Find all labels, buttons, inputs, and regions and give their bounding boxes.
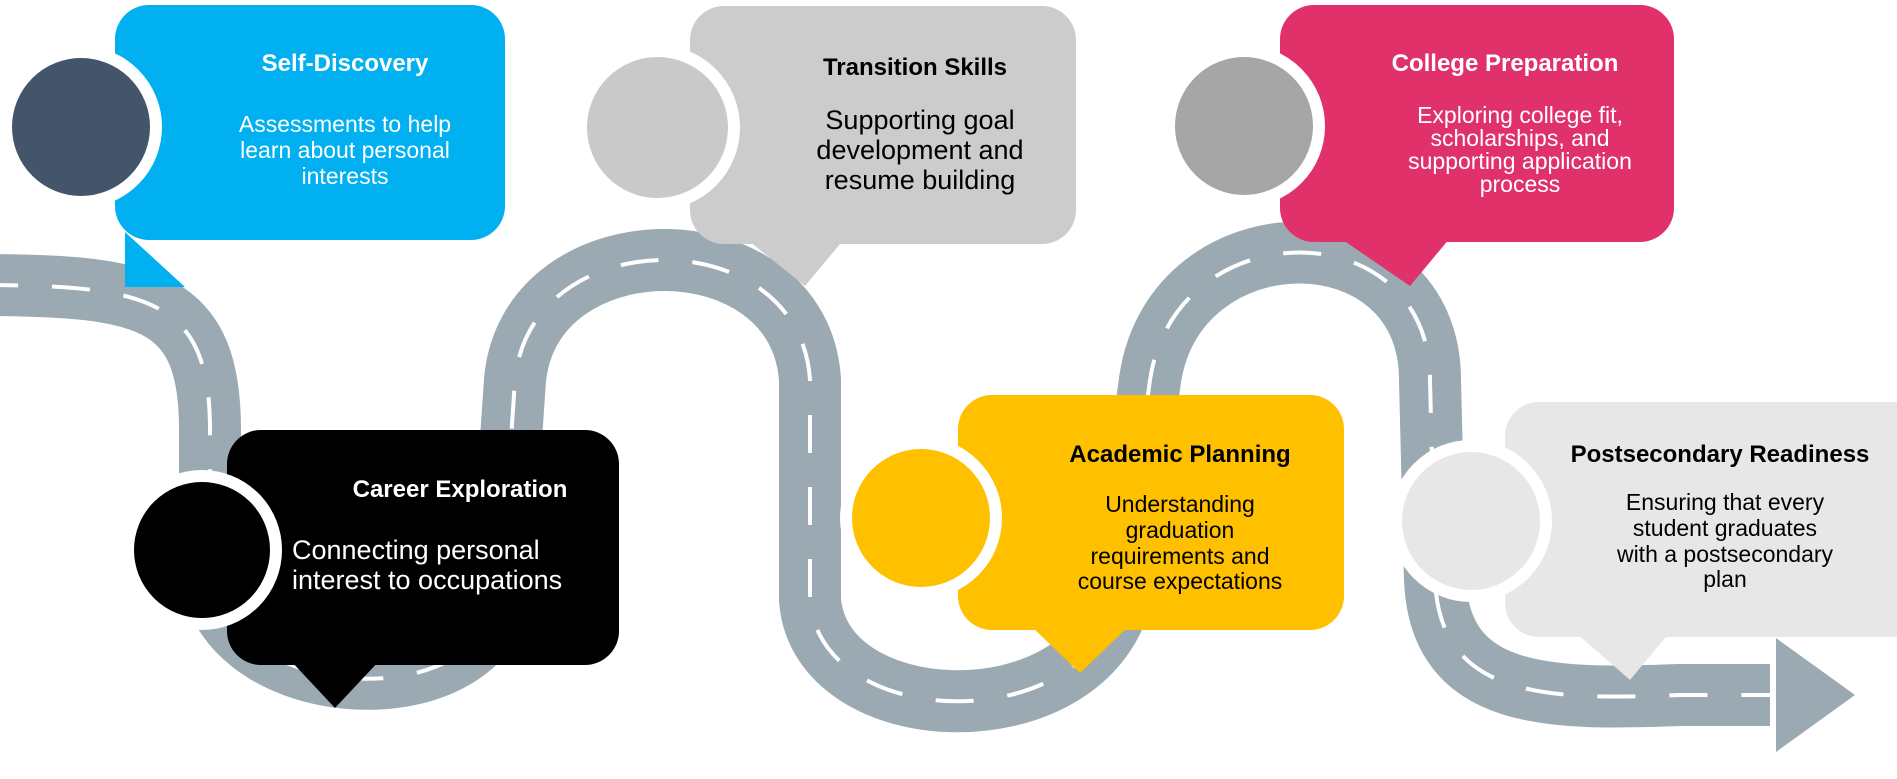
postsecondary-readiness-bubble-tail: [1575, 632, 1670, 680]
career-exploration-title: Career Exploration: [352, 476, 568, 503]
college-preparation-description: Exploring college fit, scholarships, and…: [1408, 102, 1632, 197]
self-discovery-bubble: [115, 5, 505, 240]
college-preparation-title: College Preparation: [1391, 50, 1619, 77]
career-exploration-bubble-tail: [290, 660, 380, 708]
transition-skills-description: Supporting goal development and resume b…: [816, 105, 1024, 196]
self-discovery-title: Self-Discovery: [261, 50, 429, 77]
academic-planning-title: Academic Planning: [1069, 441, 1291, 468]
transition-skills-title: Transition Skills: [822, 54, 1008, 81]
transition-skills-circle: [575, 45, 740, 210]
self-discovery-bubble-tail: [125, 232, 305, 287]
transition-skills-bubble-tail: [745, 238, 845, 286]
transition-skills-bubble: [690, 6, 1076, 244]
self-discovery-circle: [0, 46, 162, 208]
college-preparation-bubble: [1280, 5, 1674, 242]
college-preparation-bubble-tail: [1340, 238, 1450, 286]
career-exploration-description: Connecting personal interest to occupati…: [292, 535, 563, 596]
postsecondary-readiness-title: Postsecondary Readiness: [1570, 441, 1870, 468]
road-arrow-head: [1776, 638, 1855, 752]
academic-planning-bubble: [958, 395, 1344, 630]
postsecondary-readiness-circle: [1390, 440, 1552, 602]
career-exploration-bubble: [227, 430, 619, 665]
postsecondary-readiness-description: Ensuring that every student graduates wi…: [1616, 489, 1834, 593]
academic-planning-circle: [840, 437, 1002, 599]
academic-planning-description: Understanding graduation requirements an…: [1077, 491, 1283, 595]
postsecondary-readiness-bubble: [1505, 402, 1897, 637]
self-discovery-description: Assessments to help learn about personal…: [238, 111, 452, 189]
career-exploration-circle: [122, 470, 282, 630]
college-preparation-circle: [1163, 45, 1325, 207]
academic-planning-bubble-tail: [1030, 625, 1130, 673]
